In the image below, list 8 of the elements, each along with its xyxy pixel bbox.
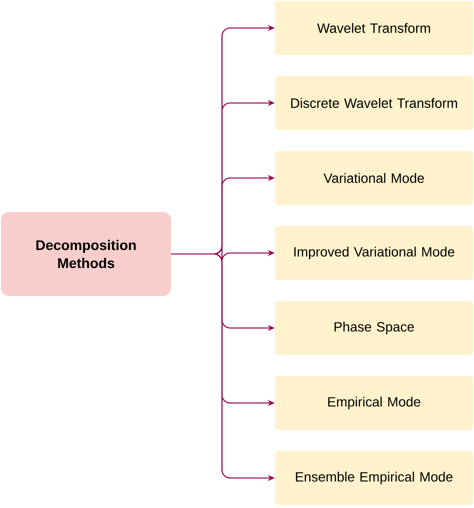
method-box: Discrete Wavelet Transform bbox=[275, 76, 473, 130]
method-box: Phase Space bbox=[275, 301, 473, 355]
method-box: Wavelet Transform bbox=[275, 1, 473, 55]
method-box: Variational Mode bbox=[275, 151, 473, 205]
method-box: Improved Variational Mode bbox=[275, 226, 473, 280]
category-box: Decomposition Methods bbox=[1, 212, 171, 296]
method-box: Ensemble Empirical Mode bbox=[275, 451, 473, 505]
method-box: Empirical Mode bbox=[275, 376, 473, 430]
